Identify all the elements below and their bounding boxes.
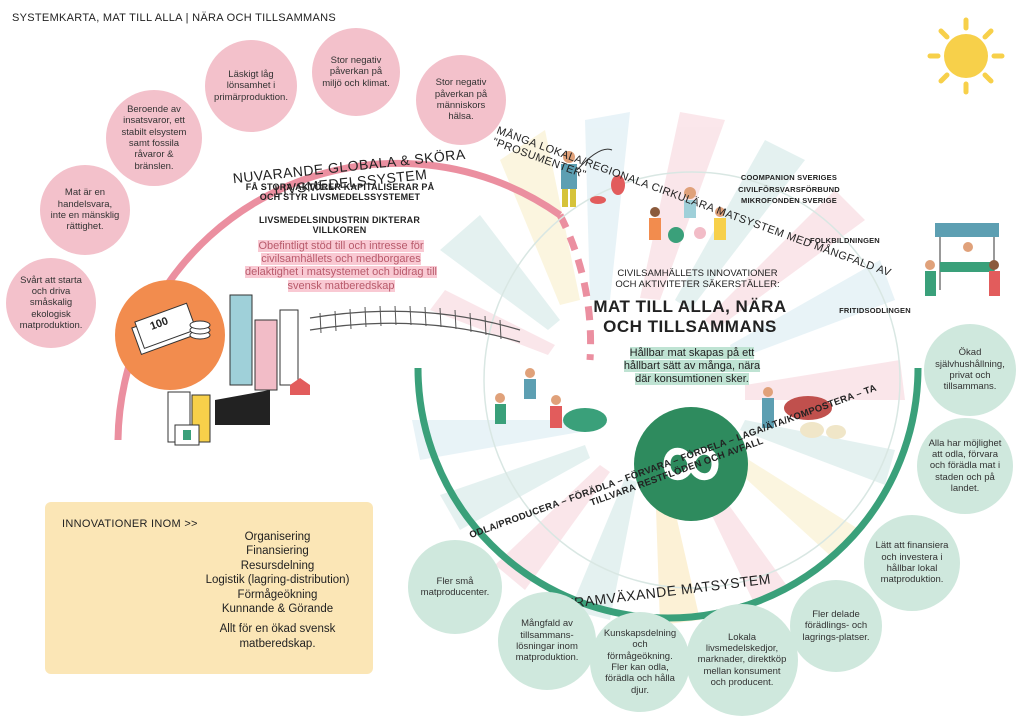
innovation-item: Resursdelning: [240, 559, 315, 572]
money-icon: [115, 280, 225, 390]
center-highlight: Hållbar mat skapas på ett hållbart sätt …: [623, 347, 761, 386]
innovation-item: Förmågeökning: [237, 588, 318, 601]
benefit-bubble: Fler små matproducenter.: [408, 540, 502, 634]
sun-icon: [927, 17, 1005, 95]
benefit-bubble: Alla har möjlighet att odla, förvara och…: [917, 418, 1013, 514]
innovations-list: Organisering Finansiering Resursdelning …: [185, 530, 370, 651]
benefit-bubble: Mångfald av tillsammans-lösningar inom m…: [498, 592, 596, 690]
market-stall-icon: [925, 223, 1000, 296]
circular-economy-icon: [634, 407, 748, 521]
innovation-item: Logistik (lagring-distribution): [205, 574, 350, 587]
farm-illustration: [495, 368, 846, 439]
innovations-box: [45, 502, 373, 674]
problem-bubble: Stor negativ påverkan på miljö och klima…: [312, 28, 400, 116]
problem-bubble: Stor negativ påverkan på människors häls…: [416, 55, 506, 145]
org-list: COOMPANION SVERIGES CIVILFÖRSVARSFÖRBUND…: [738, 173, 840, 206]
innovations-heading: INNOVATIONER INOM >>: [62, 518, 198, 530]
org-folkbildningen: FOLKBILDNINGEN: [810, 236, 880, 245]
innovation-item: Finansiering: [246, 545, 309, 558]
org-fritidsodlingen: FRITIDSODLINGEN: [839, 306, 911, 315]
problem-bubble: Mat är en handelsvara, inte en mänsklig …: [40, 165, 130, 255]
innovation-item: Kunnande & Görande: [221, 602, 334, 615]
benefit-bubble: Lokala livsmedelskedjor, marknader, dire…: [686, 604, 798, 716]
problem-bubble: Beroende av insatsvaror, ett stabilt els…: [106, 90, 202, 186]
benefit-bubble: Lätt att finansiera och investera i håll…: [864, 515, 960, 611]
center-subtitle: CIVILSAMHÄLLETS INNOVATIONER OCH AKTIVIT…: [615, 268, 780, 291]
innovations-footer: Allt för en ökad svensk matberedskap.: [219, 623, 336, 650]
global-system-line1: FÅ STORA AKTÖRER KAPITALISERAR PÅ OCH ST…: [245, 182, 435, 202]
global-system-line2: LIVSMEDELSINDUSTRIN DIKTERAR VILLKOREN: [258, 215, 421, 235]
center-title-line2: OCH TILLSAMMANS: [603, 317, 777, 336]
benefit-bubble: Kunskapsdelning och förmågeökning. Fler …: [590, 612, 690, 712]
benefit-bubble: Fler delade förädlings- och lagrings-pla…: [790, 580, 882, 672]
innovation-item: Organisering: [244, 531, 311, 543]
benefit-bubble: Ökad självhushållning, privat och tillsa…: [924, 324, 1016, 416]
center-title-line1: MAT TILL ALLA, NÄRA: [593, 297, 787, 316]
page-title: SYSTEMKARTA, MAT TILL ALLA | NÄRA OCH TI…: [12, 12, 337, 24]
problem-bubble: Svårt att starta och driva småskalig eko…: [6, 258, 96, 348]
problem-bubble: Läskigt låg lönsamhet i primärproduktion…: [205, 40, 297, 132]
city-icon: [167, 294, 310, 446]
global-system-highlight: Obefintligt stöd till och intresse för c…: [245, 240, 437, 292]
people-illustration: [561, 148, 726, 243]
